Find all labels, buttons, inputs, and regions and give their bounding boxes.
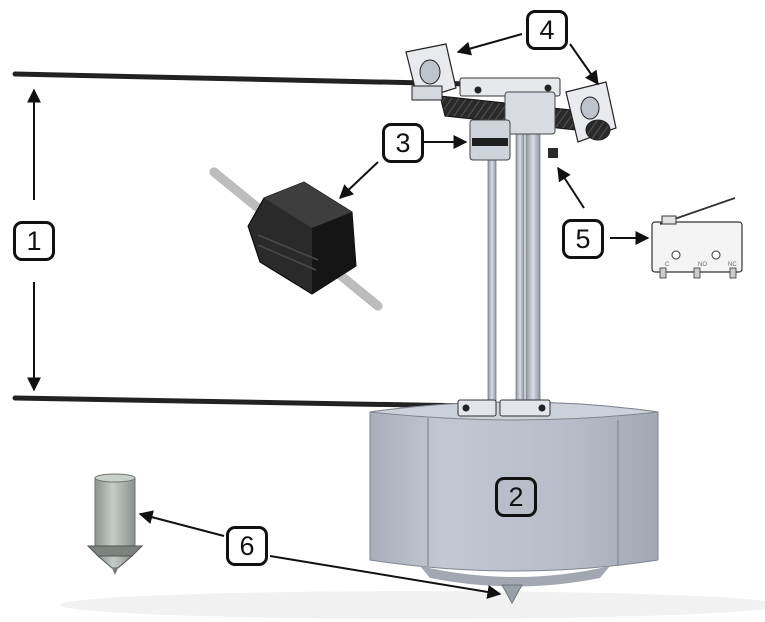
right-rod-clamp [565,81,617,143]
arrow-4-right [569,43,599,86]
carbon-rods [12,71,473,409]
switch-pin-label-1: C [665,262,670,268]
callout-6: 6 [226,526,268,566]
arrow-5-carriage [557,166,585,209]
bottom-clamps [457,399,551,417]
switch-pin-label-2: NO [698,262,707,268]
callout-2: 2 [495,477,537,517]
arrow-3-motor [338,161,379,199]
top-rod [12,71,473,87]
floor-shadow [60,591,765,619]
callout-3: 3 [382,123,424,163]
left-rod-clamp [405,43,457,101]
nozzle [86,473,144,575]
arrow-6-nozzle [138,510,225,537]
callout-5: 5 [562,219,604,259]
top-carriage [439,77,596,161]
arrow-6-tip [269,555,502,599]
switch-pin-label-3: NC [728,262,737,268]
callout-4: 4 [526,10,568,50]
arrow-4-left [456,33,523,56]
stepper-motor [209,167,383,311]
limit-switch: C NO NC [651,197,743,279]
leader-arrows [138,33,650,599]
effector-nozzle-tip [501,584,523,605]
bottom-rod [12,395,473,409]
callout-1: 1 [13,221,55,261]
